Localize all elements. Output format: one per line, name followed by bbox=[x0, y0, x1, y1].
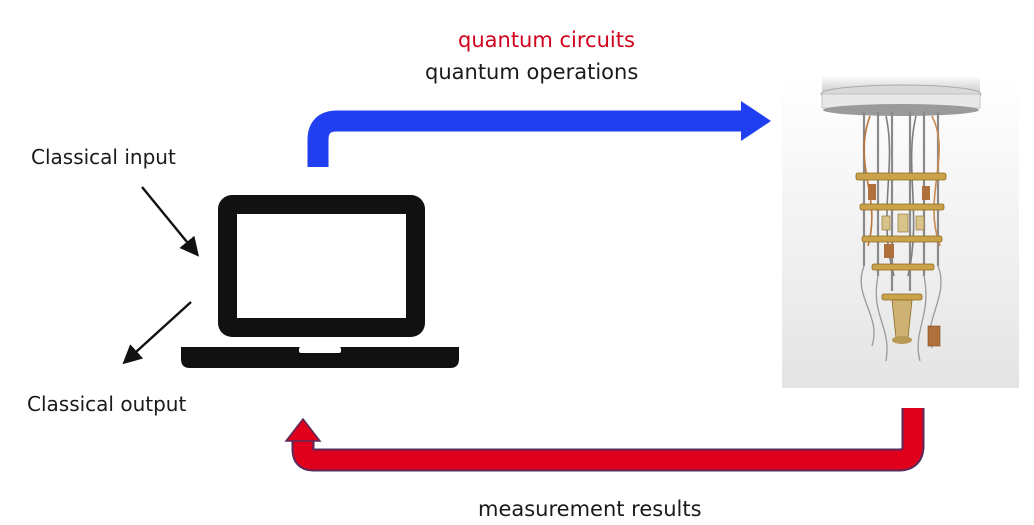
outgoing-arrow bbox=[307, 101, 771, 167]
classical-input-label: Classical input bbox=[31, 145, 176, 169]
quantum-computer-image bbox=[782, 76, 1019, 388]
return-arrow bbox=[284, 408, 925, 472]
quantum-operations-label: quantum operations bbox=[425, 60, 639, 84]
output-arrow bbox=[122, 301, 192, 365]
classical-output-label: Classical output bbox=[27, 392, 187, 416]
quantum-circuits-label: quantum circuits bbox=[458, 28, 635, 52]
laptop-icon bbox=[181, 195, 459, 368]
input-arrow bbox=[141, 186, 200, 257]
measurement-results-label: measurement results bbox=[478, 497, 702, 521]
